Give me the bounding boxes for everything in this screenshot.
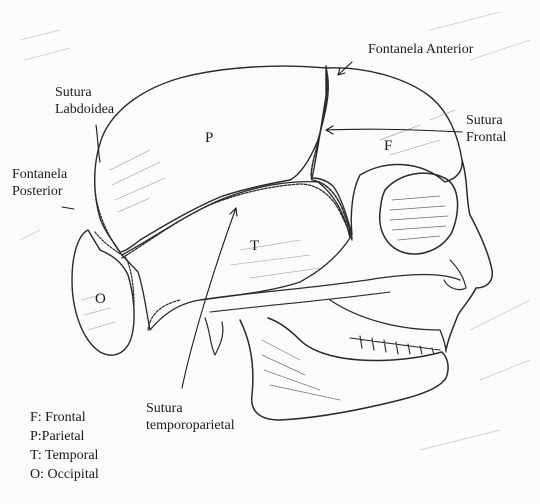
mandible-shading <box>262 340 340 400</box>
legend-item-parietal: P:Parietal <box>30 427 99 446</box>
parietal-bone-outline <box>95 66 329 252</box>
label-sutura-frontal: Sutura Frontal <box>466 112 506 146</box>
label-sutura-labdoidea: Sutura Labdoidea <box>55 84 114 118</box>
label-sutura-temporoparietal: Sutura temporoparietal <box>146 400 235 434</box>
label-sutura-labdoidea-line1: Sutura <box>55 84 114 101</box>
mastoid-process <box>205 318 223 355</box>
fontanela-posterior-arrow <box>62 207 74 209</box>
orbit <box>380 173 458 254</box>
temporal-bone-outline <box>122 182 350 330</box>
bone-letter-temporal: T <box>250 238 259 255</box>
label-fontanela-posterior: Fontanela Posterior <box>12 166 67 200</box>
upper-teeth <box>350 336 440 354</box>
label-sutura-temporoparietal-line1: Sutura <box>146 400 235 417</box>
temporoparietal-suture <box>122 184 352 258</box>
label-sutura-temporoparietal-line2: temporoparietal <box>146 417 235 434</box>
legend-item-occipital: O: Occipital <box>30 465 99 484</box>
legend-item-frontal: F: Frontal <box>30 408 99 427</box>
label-sutura-labdoidea-line2: Labdoidea <box>55 101 114 118</box>
orbit-shading <box>390 196 448 240</box>
bone-letter-parietal: P <box>205 130 213 147</box>
cranium-shading <box>82 110 455 330</box>
zygomatic-arch <box>200 275 460 301</box>
bone-letter-occipital: O <box>95 291 106 308</box>
label-fontanela-posterior-line2: Posterior <box>12 183 67 200</box>
legend-item-temporal: T: Temporal <box>30 446 99 465</box>
background-hatching <box>20 12 530 450</box>
leader-lines <box>62 62 462 388</box>
nasal-cavity <box>444 260 466 290</box>
temporal-lower-suture <box>148 300 180 330</box>
label-sutura-frontal-line2: Frontal <box>466 129 506 146</box>
label-fontanela-posterior-line1: Fontanela <box>12 166 67 183</box>
face-profile <box>446 160 492 350</box>
maxilla <box>330 300 446 352</box>
bone-letter-frontal: F <box>384 138 392 155</box>
sutura-frontal-arrow <box>326 129 462 132</box>
mandible <box>240 318 448 420</box>
label-fontanela-anterior: Fontanela Anterior <box>368 41 473 58</box>
label-sutura-frontal-line1: Sutura <box>466 112 506 129</box>
legend: F: Frontal P:Parietal T: Temporal O: Occ… <box>30 408 99 484</box>
